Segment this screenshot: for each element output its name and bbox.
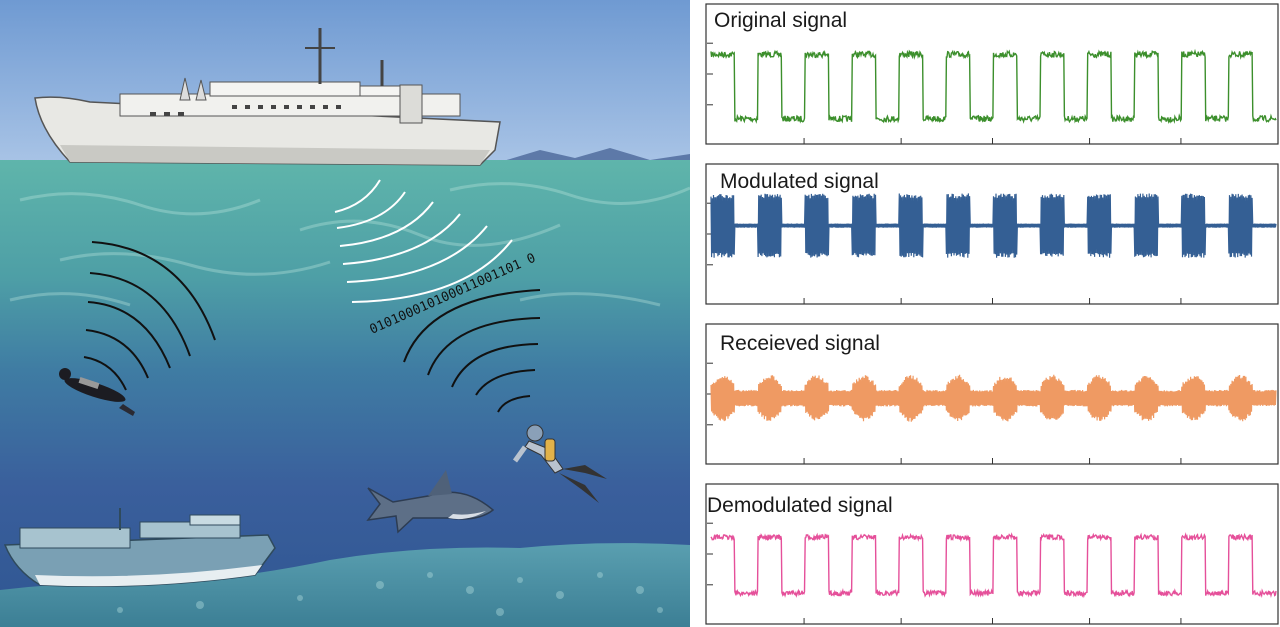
- panel-demodulated-signal: Demodulated signal: [705, 483, 1279, 625]
- ship-wave-arcs: [334, 179, 513, 303]
- panel-original-signal: Original signal: [705, 3, 1279, 145]
- diver-wave-arcs: [83, 241, 216, 391]
- modulated-signal-trace: [710, 193, 1277, 258]
- panel-received-signal: Receieved signal: [705, 323, 1279, 465]
- underwater-scene: 010100010100011001101 0: [0, 0, 690, 627]
- coral-texture: [117, 572, 663, 616]
- surface-ripples: [9, 182, 690, 307]
- scuba-diver-icon: [512, 424, 607, 503]
- demodulated-signal-trace: [710, 532, 1277, 599]
- panel-title-demodulated: Demodulated signal: [707, 494, 893, 517]
- panel-ticks: [707, 522, 1182, 624]
- panel-title-modulated: Modulated signal: [720, 170, 879, 193]
- receiver-wave-arcs: [403, 289, 541, 413]
- panel-ticks: [707, 42, 1182, 144]
- diver-icon: [59, 368, 135, 416]
- panel-title-original: Original signal: [714, 9, 847, 32]
- sunken-ship-icon: [3, 508, 276, 587]
- shark-icon: [366, 470, 495, 534]
- original-signal-trace: [710, 48, 1277, 124]
- coral-reef-icon: [0, 543, 690, 627]
- received-signal-trace: [710, 374, 1277, 422]
- panel-frame: [705, 483, 1279, 625]
- panel-title-received: Receieved signal: [720, 332, 880, 355]
- panel-modulated-signal: Modulated signal: [705, 163, 1279, 305]
- surface-ship-icon: [34, 28, 501, 166]
